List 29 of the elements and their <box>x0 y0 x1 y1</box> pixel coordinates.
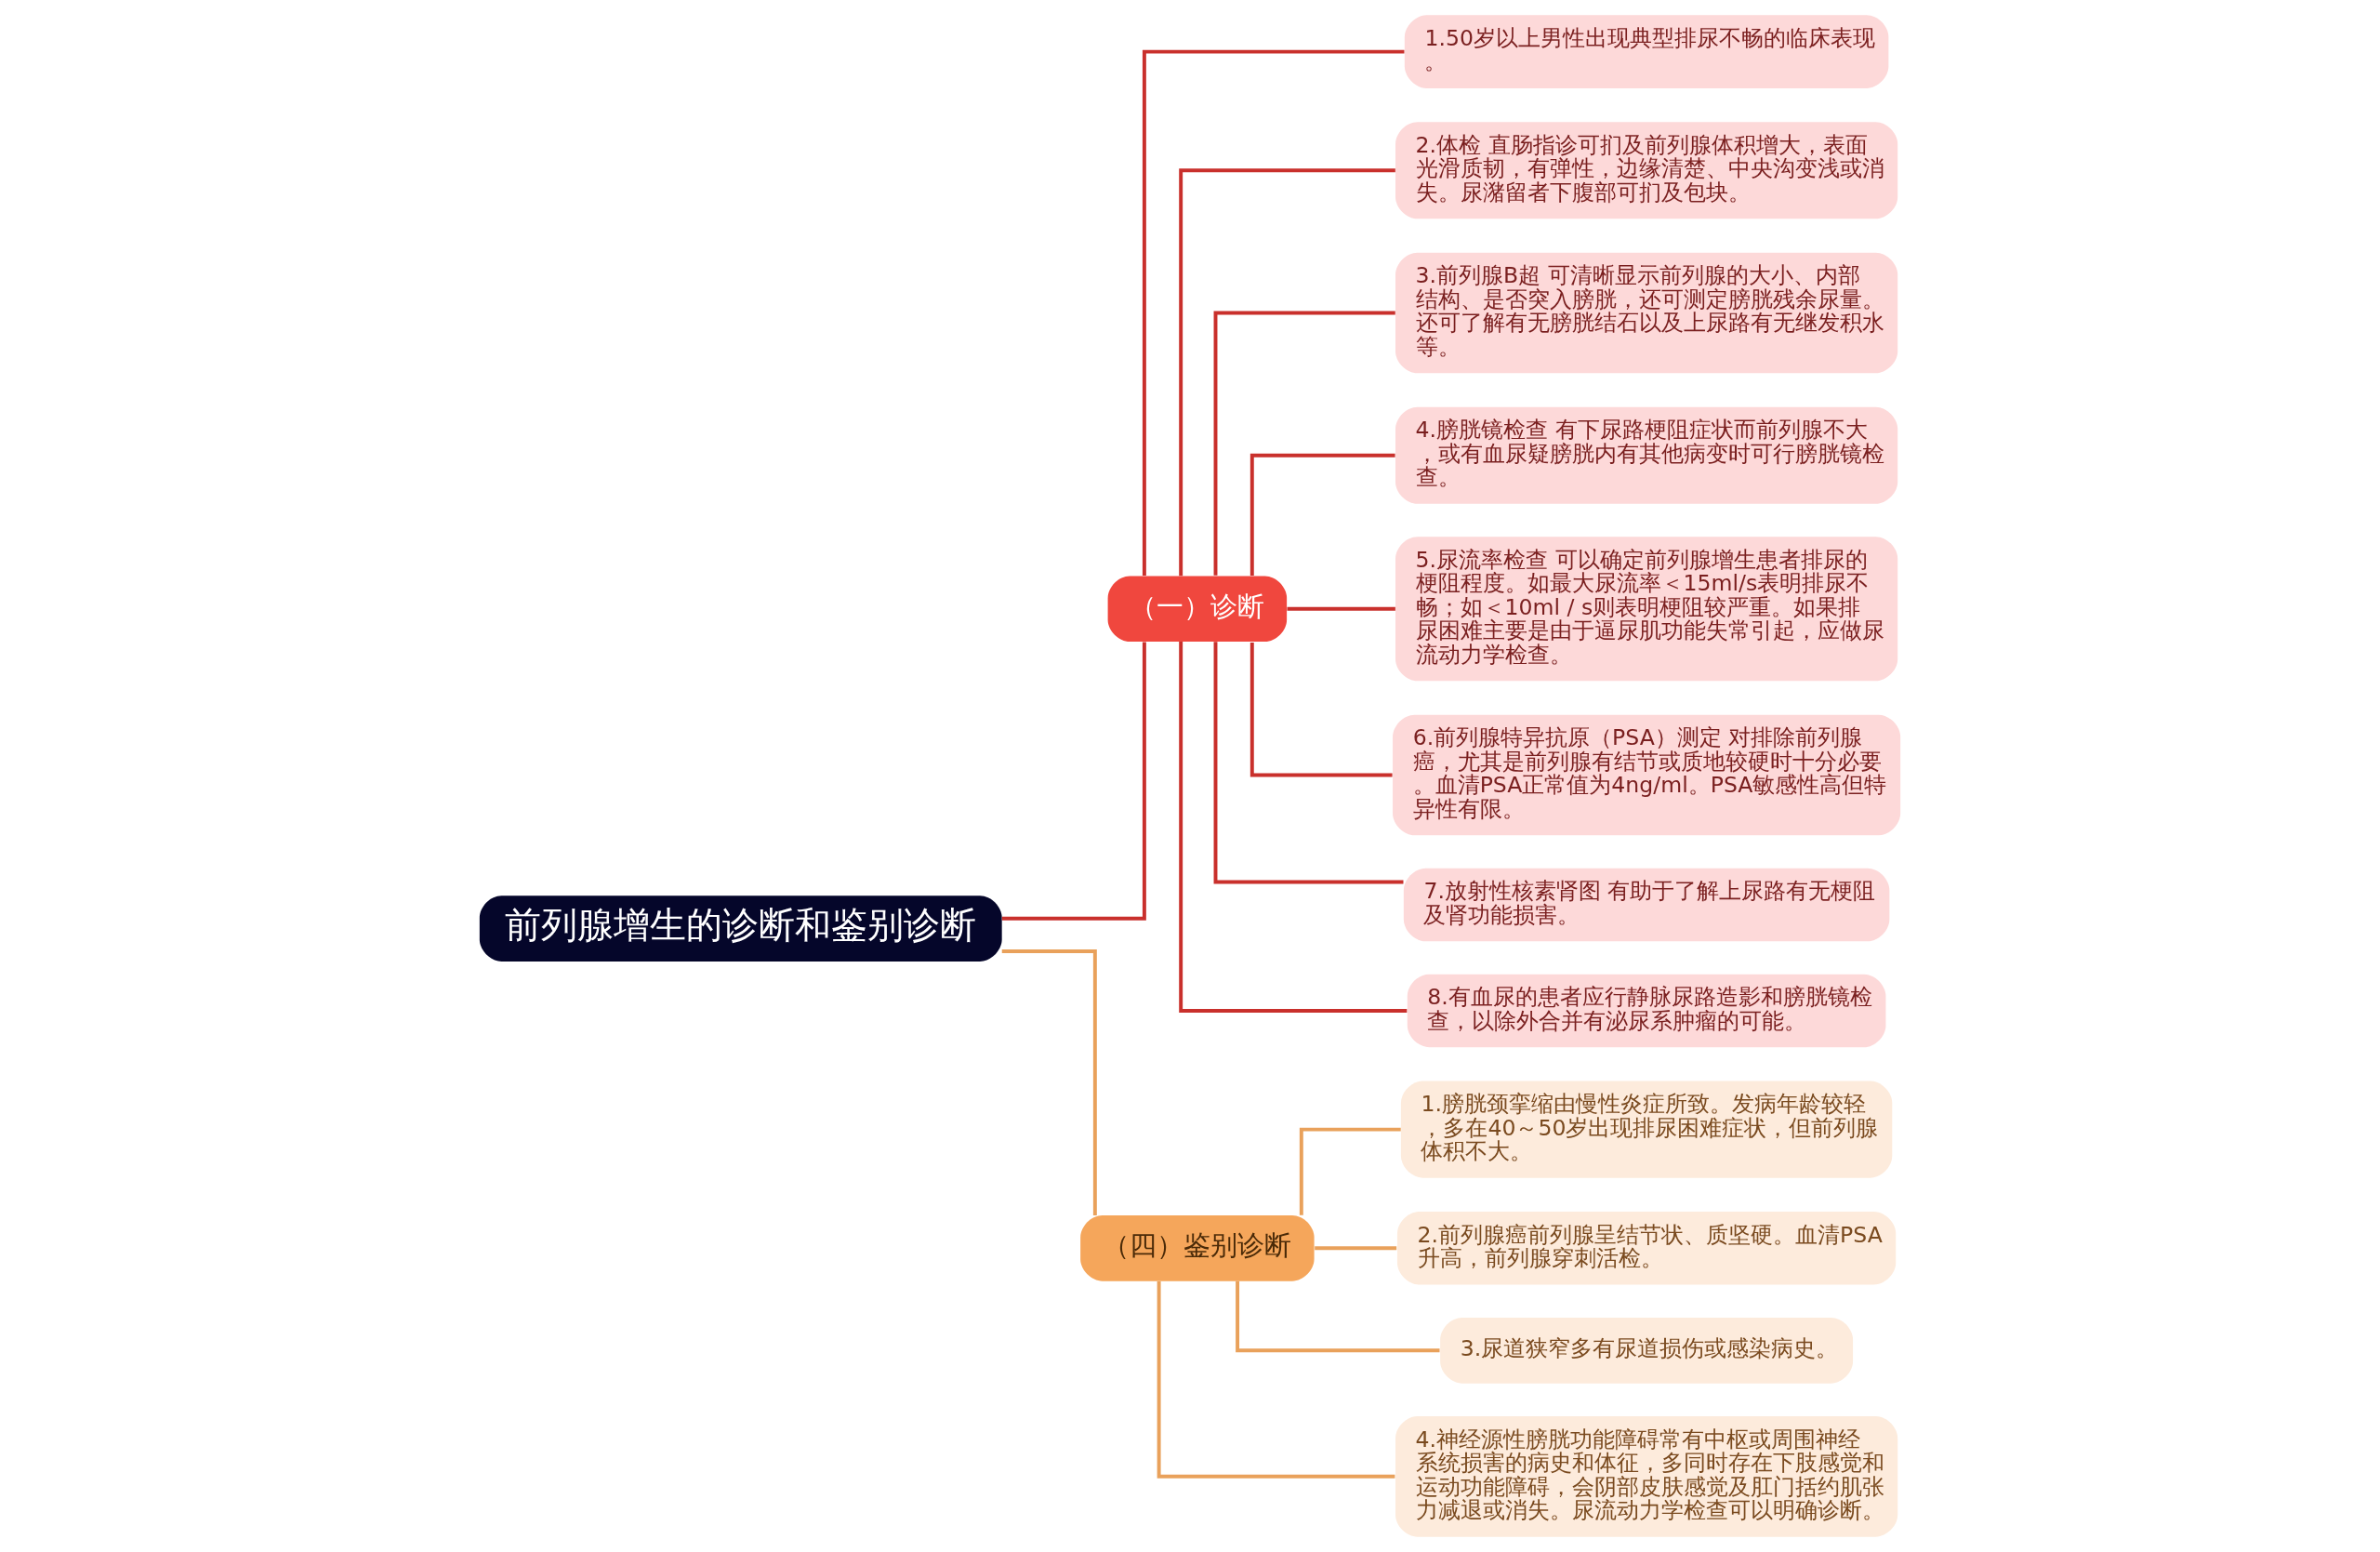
node-box: 1.50岁以上男性出现典型排尿不畅的临床表现。 <box>1404 15 1889 88</box>
node-box: 1.膀胱颈挛缩由慢性炎症所致。发病年龄较轻，多在40～50岁出现排尿困难症状，但前列腺体积不大。 <box>1400 1081 1893 1178</box>
node-box: （四）鉴别诊断 <box>1080 1214 1315 1281</box>
connector <box>1001 949 1097 1215</box>
node-box: 3.尿道狭窄多有尿道损伤或感染病史。 <box>1440 1317 1854 1384</box>
connector <box>1315 1246 1397 1251</box>
connector <box>1213 642 1404 884</box>
connector <box>1001 642 1146 921</box>
node-box: 2.体检 直肠指诊可扪及前列腺体积增大，表面光滑质韧，有弹性，边缘清楚、中央沟变浅或消失。尿潴留者下腹部可扪及包块。 <box>1395 122 1898 219</box>
connector <box>1213 311 1395 576</box>
node-box: 3.前列腺B超 可清晰显示前列腺的大小、内部结构、是否突入膀胱，还可测定膀胱残余尿量。还可了解有无膀胱结石以及上尿路有无继发积水等。 <box>1395 252 1898 374</box>
node-box: 6.前列腺特异抗原（PSA）测定 对排除前列腺癌，尤其是前列腺有结节或质地较硬时十分必要。血清PSA正常值为4ng/ml。PSA敏感性高但特异性有限。 <box>1393 714 1901 836</box>
connector <box>1236 1280 1440 1353</box>
node-box: 4.神经源性膀胱功能障碍常有中枢或周围神经系统损害的病史和体征，多同时存在下肢感觉和运动功能障碍，会阴部皮肤感觉及肛门括约肌张力减退或消失。尿流动力学检查可以明确诊断。 <box>1395 1416 1898 1537</box>
node-box: 5.尿流率检查 可以确定前列腺增生患者排尿的梗阻程度。如最大尿流率＜15ml/s表明排尿不畅；如＜10ml / s则表明梗阻较严重。如果排尿困难主要是由于逼尿肌功能失常引起，应做尿流动力学检查。 <box>1395 537 1898 682</box>
connector <box>1250 453 1395 576</box>
node-box: （一）诊断 <box>1107 576 1288 643</box>
connector <box>1142 49 1405 577</box>
connector <box>1179 168 1395 577</box>
connector <box>1179 642 1408 1013</box>
node-box: 2.前列腺癌前列腺呈结节状、质坚硬。血清PSA升高，前列腺穿刺活检。 <box>1396 1212 1897 1285</box>
node-box: 7.放射性核素肾图 有助于了解上尿路有无梗阻及肾功能损害。 <box>1403 868 1890 942</box>
node-box: 4.膀胱镜检查 有下尿路梗阻症状而前列腺不大，或有血尿疑膀胱内有其他病变时可行膀胱镜检查。 <box>1395 406 1898 504</box>
connector <box>1157 1281 1395 1479</box>
node-box: 8.有血尿的患者应行静脉尿路造影和膀胱镜检查，以除外合并有泌尿系肿瘤的可能。 <box>1407 974 1886 1048</box>
connector <box>1250 642 1393 777</box>
connector <box>1287 606 1395 611</box>
connector <box>1299 1127 1401 1215</box>
node-box: 前列腺增生的诊断和鉴别诊断 <box>479 895 1002 962</box>
